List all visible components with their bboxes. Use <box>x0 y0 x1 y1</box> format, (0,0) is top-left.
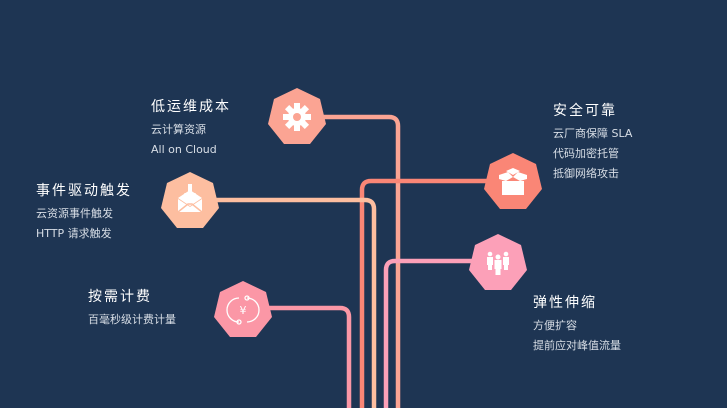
people-group-icon <box>487 251 509 275</box>
gear-icon <box>283 103 311 131</box>
feature-line: 代码加密托管 <box>553 147 619 160</box>
feature-line: 提前应对峰值流量 <box>533 339 621 352</box>
feature-line: 云资源事件触发 <box>36 207 113 220</box>
connector-gear <box>320 114 401 408</box>
feature-pay-per-use: 按需计费 百毫秒级计费计量 <box>88 286 176 325</box>
feature-event-driven: 事件驱动触发 云资源事件触发 HTTP 请求触发 <box>36 180 132 239</box>
feature-title: 按需计费 <box>88 289 152 305</box>
feature-line: 百毫秒级计费计量 <box>88 313 176 326</box>
yen-cycle-icon: ¥ <box>226 295 260 325</box>
node-secure-reliable <box>482 151 544 213</box>
connector-envelope <box>215 197 377 408</box>
feature-line: 云计算资源 <box>151 123 206 136</box>
svg-text:¥: ¥ <box>240 304 247 317</box>
feature-low-ops-cost: 低运维成本 云计算资源 All on Cloud <box>151 96 231 155</box>
feature-secure-reliable: 安全可靠 云厂商保障 SLA 代码加密托管 抵御网络攻击 <box>553 100 632 179</box>
feature-line: 抵御网络攻击 <box>553 167 619 180</box>
feature-line: 云厂商保障 SLA <box>553 127 633 140</box>
open-box-icon <box>499 168 527 195</box>
feature-title: 弹性伸缩 <box>533 295 597 311</box>
feature-title: 低运维成本 <box>151 99 231 115</box>
envelope-download-icon <box>177 184 203 213</box>
feature-elastic-scaling: 弹性伸缩 方便扩容 提前应对峰值流量 <box>533 292 621 351</box>
connector-box <box>359 178 490 408</box>
node-event-driven <box>159 170 221 232</box>
feature-title: 事件驱动触发 <box>36 183 132 199</box>
node-pay-per-use: ¥ <box>212 279 274 341</box>
feature-title: 安全可靠 <box>553 103 617 119</box>
node-low-ops-cost <box>266 86 328 148</box>
feature-line: All on Cloud <box>151 143 217 156</box>
feature-line: HTTP 请求触发 <box>36 227 112 240</box>
connector-yen <box>268 305 352 408</box>
heptagon-shape <box>214 281 272 337</box>
connector-people <box>383 258 475 408</box>
feature-line: 方便扩容 <box>533 319 577 332</box>
node-elastic-scaling <box>467 232 529 294</box>
